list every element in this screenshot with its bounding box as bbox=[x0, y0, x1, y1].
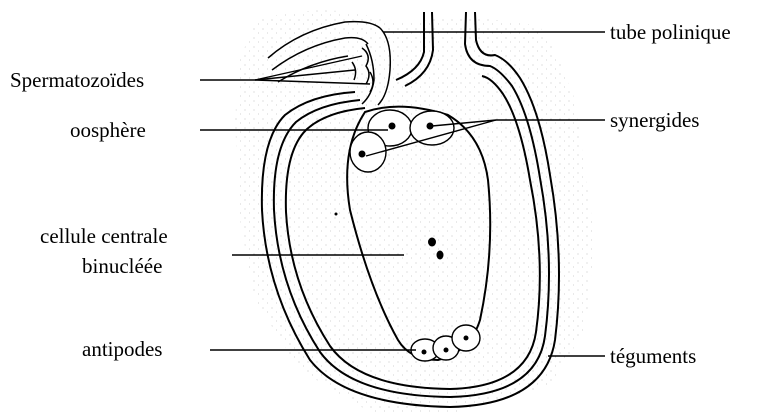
label-synergides: synergides bbox=[610, 108, 699, 132]
label-antipodes: antipodes bbox=[82, 337, 162, 361]
label-spermatozoides: Spermatozoïdes bbox=[10, 68, 144, 92]
label-binucleee: binucléée bbox=[82, 254, 162, 278]
label-oosphere: oosphère bbox=[70, 118, 146, 142]
label-cellule-centrale: cellule centrale bbox=[40, 224, 168, 248]
label-teguments: téguments bbox=[610, 344, 696, 368]
label-tube-polinique: tube polinique bbox=[610, 20, 731, 44]
